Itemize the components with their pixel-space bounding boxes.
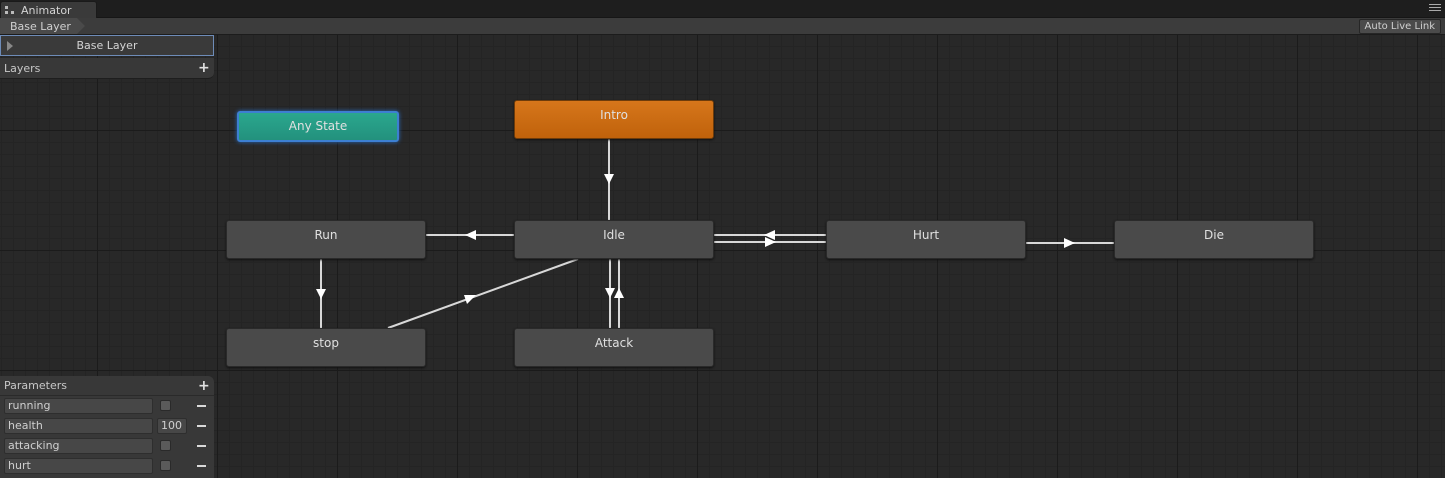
animator-tab-label: Animator	[21, 3, 72, 17]
parameter-name-field[interactable]: attacking	[4, 438, 153, 454]
remove-parameter-icon[interactable]	[197, 425, 206, 427]
state-die[interactable]: Die	[1114, 220, 1314, 259]
parameter-bool-checkbox[interactable]	[160, 460, 171, 471]
window-tab-bar: Animator	[0, 0, 1445, 18]
state-stop[interactable]: stop	[226, 328, 426, 367]
animator-window-icon	[5, 5, 16, 15]
breadcrumb-bar: Base Layer Auto Live Link	[0, 18, 1445, 35]
state-any-state[interactable]: Any State	[237, 111, 399, 142]
add-parameter-icon[interactable]: +	[198, 378, 210, 394]
remove-parameter-icon[interactable]	[197, 405, 206, 407]
expand-triangle-icon[interactable]	[7, 41, 13, 51]
parameter-row: running	[0, 396, 214, 416]
parameters-panel: Parameters + running health 100 attackin…	[0, 376, 214, 478]
parameter-row: health 100	[0, 416, 214, 436]
auto-live-link-button[interactable]: Auto Live Link	[1358, 19, 1441, 34]
remove-parameter-icon[interactable]	[197, 465, 206, 467]
breadcrumb-base-layer[interactable]: Base Layer	[0, 18, 85, 34]
parameter-name-field[interactable]: health	[4, 418, 153, 434]
state-run[interactable]: Run	[226, 220, 426, 259]
state-attack[interactable]: Attack	[514, 328, 714, 367]
parameters-label: Parameters	[4, 379, 67, 392]
parameter-row: attacking	[0, 436, 214, 456]
layers-panel-header: Layers +	[0, 58, 214, 79]
parameter-name-field[interactable]: hurt	[4, 458, 153, 474]
parameter-int-field[interactable]: 100	[157, 418, 187, 434]
state-hurt[interactable]: Hurt	[826, 220, 1026, 259]
layer-item-base-layer[interactable]: Base Layer	[0, 35, 214, 56]
parameter-bool-checkbox[interactable]	[160, 400, 171, 411]
parameters-panel-header: Parameters +	[0, 376, 214, 396]
parameter-row: hurt	[0, 456, 214, 476]
animator-tab[interactable]: Animator	[0, 1, 97, 18]
remove-parameter-icon[interactable]	[197, 445, 206, 447]
window-menu-icon[interactable]	[1429, 4, 1441, 14]
parameter-bool-checkbox[interactable]	[160, 440, 171, 451]
state-intro[interactable]: Intro	[514, 100, 714, 139]
state-idle[interactable]: Idle	[514, 220, 714, 259]
parameter-name-field[interactable]: running	[4, 398, 153, 414]
layer-item-label: Base Layer	[76, 39, 138, 52]
add-layer-icon[interactable]: +	[198, 60, 210, 76]
layers-label: Layers	[4, 61, 41, 75]
